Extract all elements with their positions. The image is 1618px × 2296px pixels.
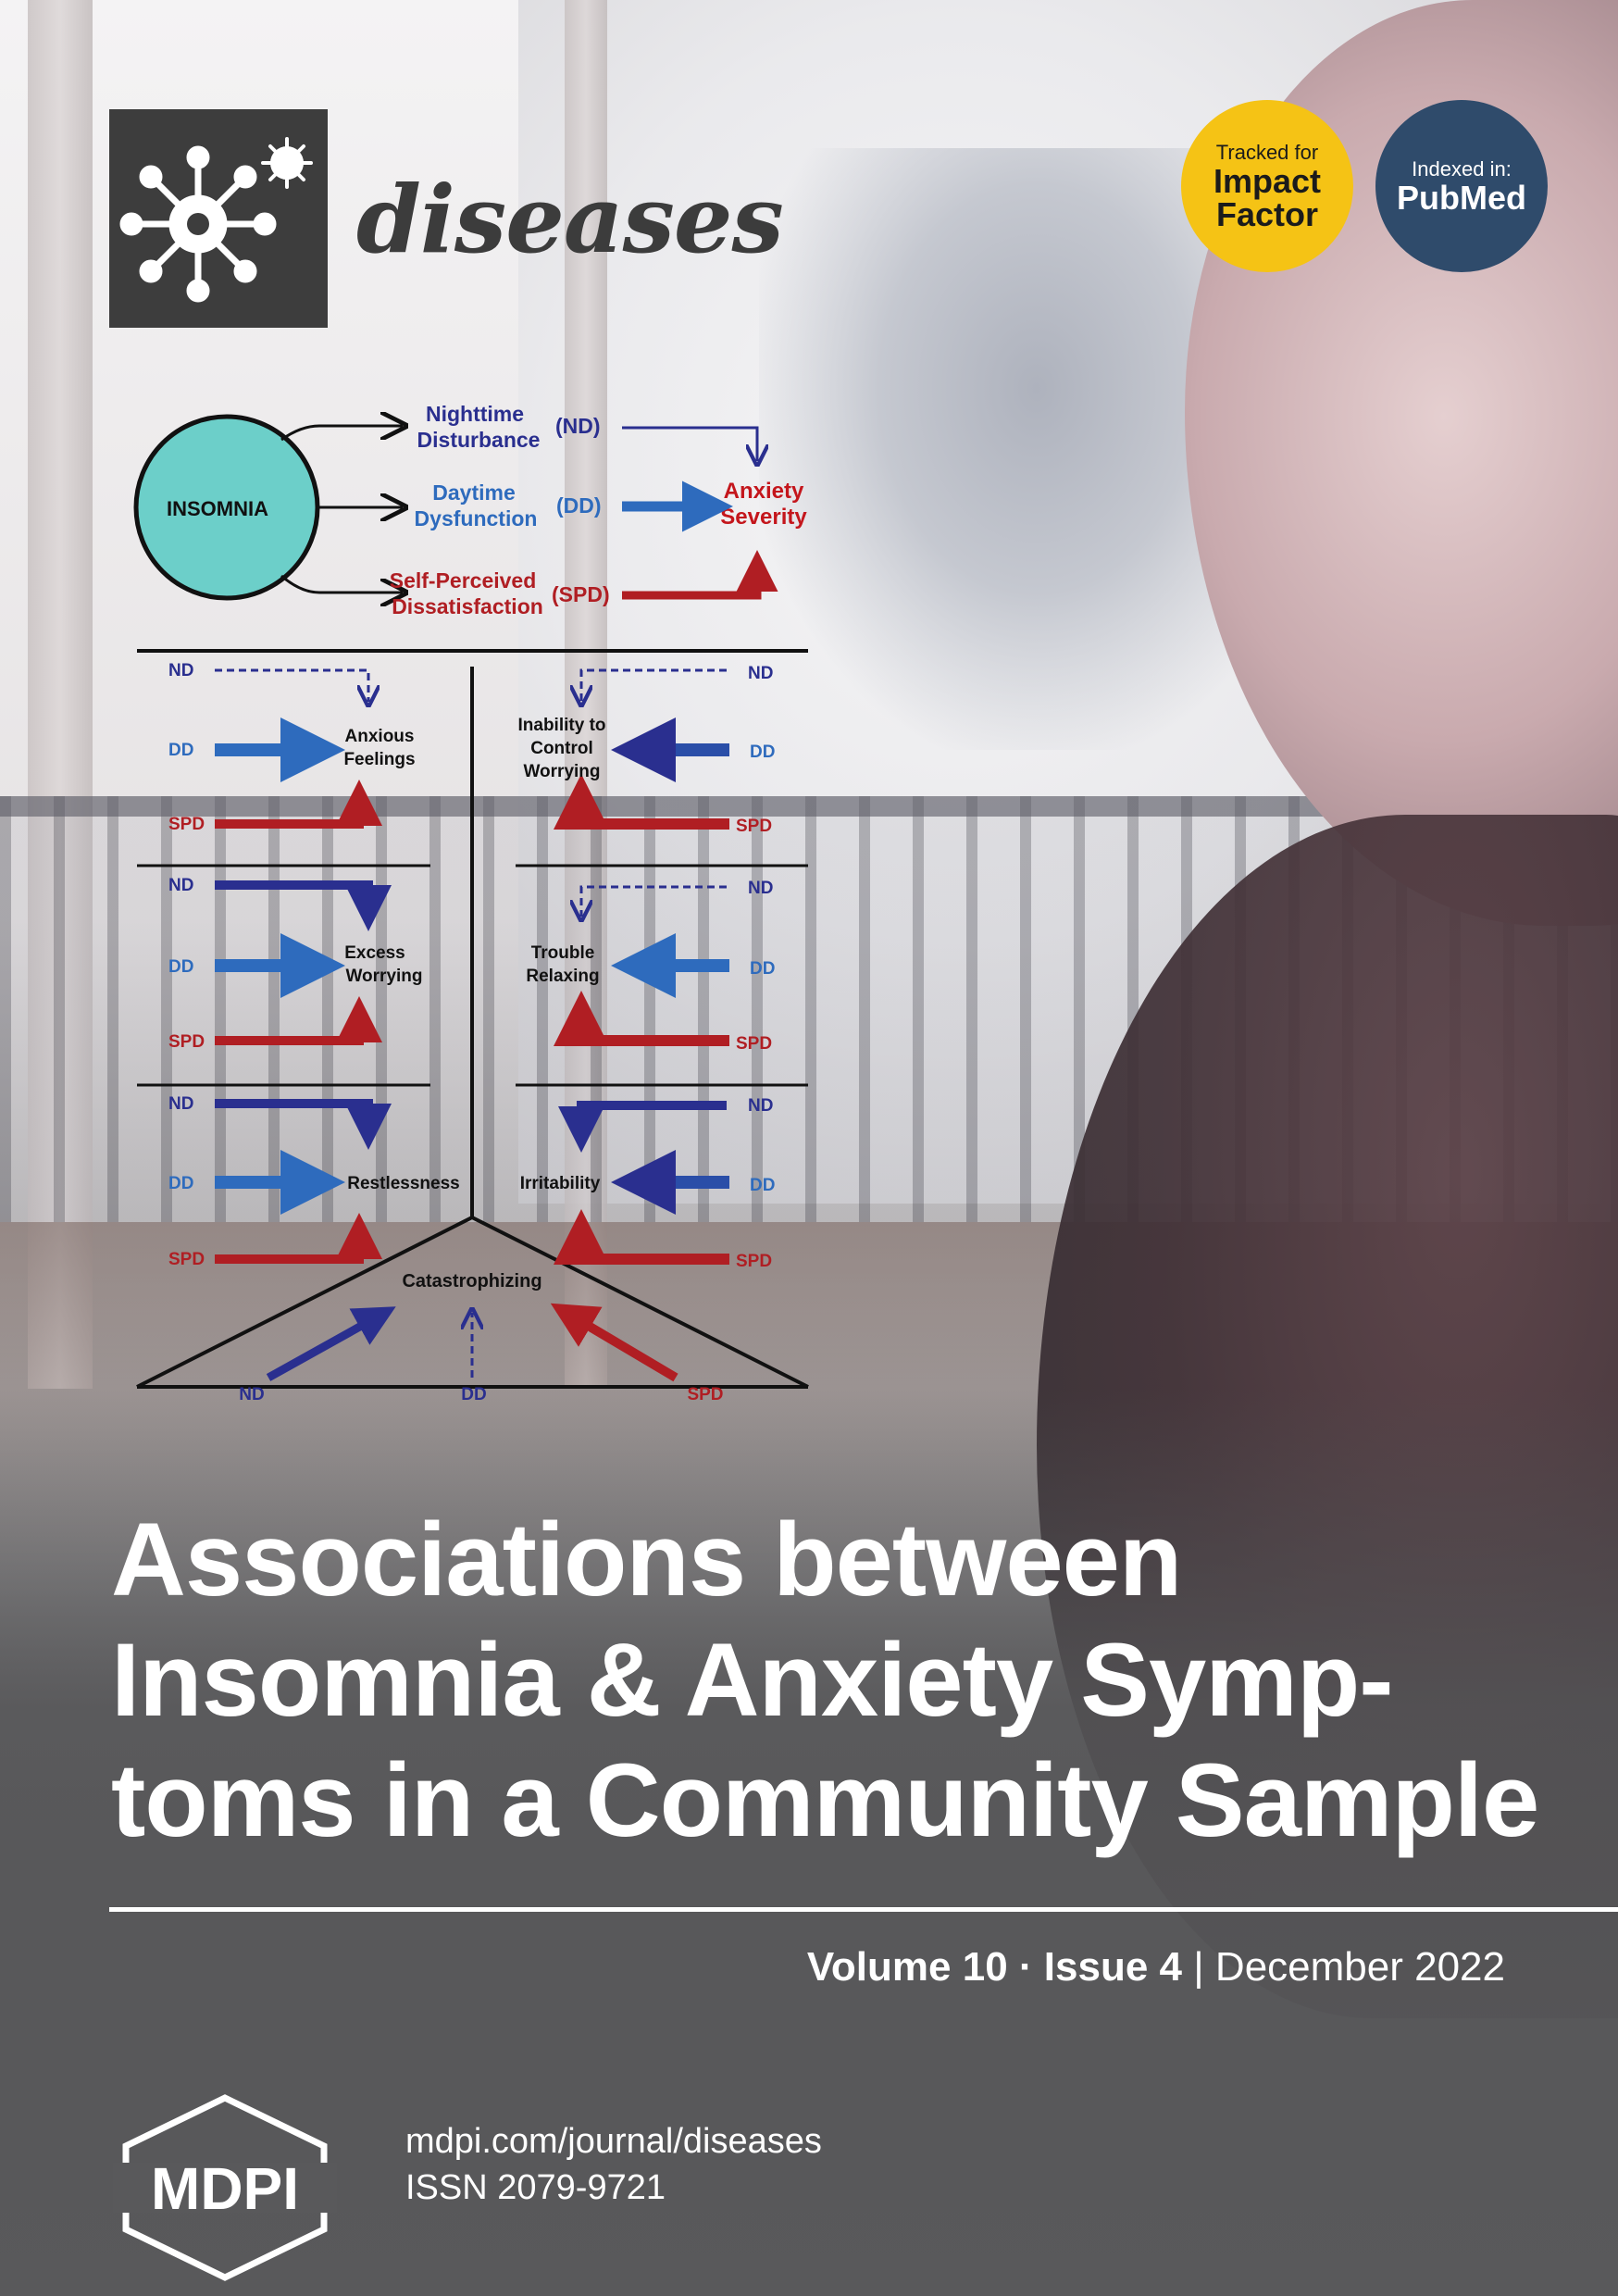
symptom-label: Relaxing	[526, 967, 599, 986]
dd-tag: DD	[750, 742, 775, 762]
journal-logo	[109, 109, 328, 328]
dd-tag: DD	[168, 741, 193, 760]
nd-label: Nighttime	[426, 402, 524, 426]
symptom-label: Worrying	[345, 967, 422, 986]
arrow-to-spd	[280, 574, 403, 593]
journal-links: mdpi.com/journal/diseases ISSN 2079-9721	[405, 2118, 822, 2211]
badge-text: PubMed	[1397, 179, 1526, 217]
spd-abbr: (SPD)	[552, 582, 610, 606]
nd-arrow	[581, 885, 727, 917]
spd-label: Dissatisfaction	[392, 594, 543, 618]
title-line: toms in a Community Sample	[111, 1742, 1539, 1858]
badge-text: Tracked for	[1215, 141, 1319, 164]
dd-label: Dysfunction	[415, 506, 538, 530]
dd-label: Daytime	[432, 480, 515, 505]
title-line: Associations between	[111, 1502, 1182, 1617]
dd-abbr: (DD)	[556, 493, 602, 518]
dd-tag: DD	[750, 1176, 775, 1195]
nd-arrow	[215, 880, 392, 931]
catastrophizing-wedge	[136, 1215, 809, 1389]
spd-tag: SPD	[736, 817, 772, 836]
nd-tag: ND	[168, 876, 193, 895]
dd-tag: DD	[168, 957, 193, 977]
badge-text: Impact	[1213, 162, 1322, 200]
nd-tag: ND	[168, 661, 193, 680]
window-frame-left	[28, 0, 93, 1389]
article-title: Associations between Insomnia & Anxiety …	[111, 1500, 1555, 1861]
symptom-label: Restlessness	[347, 1174, 459, 1193]
mdpi-hexagon-icon	[122, 2094, 328, 2281]
issn: ISSN 2079-9721	[405, 2168, 666, 2207]
spd-arrow	[215, 996, 382, 1045]
spd-tag: SPD	[687, 1385, 723, 1404]
nd-tag: ND	[168, 1094, 193, 1114]
arrow-to-nd	[280, 426, 403, 442]
balcony-rail-top	[0, 796, 1618, 817]
mdpi-logo-band	[113, 2163, 337, 2213]
volume-number: Volume 10	[806, 1944, 1008, 1990]
spd-to-anxiety-arrow	[622, 550, 778, 600]
spd-label: Self-Perceived	[390, 568, 537, 593]
nd-tag: ND	[748, 879, 773, 898]
dd-tag: DD	[750, 959, 775, 979]
issue-date: December 2022	[1214, 1944, 1505, 1990]
nd-arrow	[215, 1099, 392, 1150]
spd-arrow	[554, 991, 729, 1046]
symptom-label: Catastrophizing	[402, 1271, 541, 1292]
spd-arrow	[550, 1303, 678, 1382]
nd-tag: ND	[239, 1385, 264, 1404]
issue-divider: |	[1193, 1944, 1204, 1990]
journal-url[interactable]: mdpi.com/journal/diseases	[405, 2122, 822, 2161]
symptom-label: Excess	[344, 943, 405, 963]
symptom-label: Irritability	[520, 1174, 601, 1193]
impact-factor-badge[interactable]: Tracked for Impact Factor	[1181, 100, 1353, 272]
nd-tag: ND	[748, 664, 773, 683]
issue-info: Volume 10 · Issue 4 | December 2022	[807, 1944, 1505, 1990]
nd-arrow	[558, 1101, 727, 1153]
nd-tag: ND	[748, 1096, 773, 1116]
bottom-shade	[0, 1389, 1618, 2296]
spd-arrow	[554, 1209, 729, 1265]
nd-to-anxiety-arrow	[622, 426, 757, 461]
spd-tag: SPD	[168, 1250, 205, 1269]
symptom-label: Anxious	[345, 727, 415, 746]
spd-arrow	[554, 774, 729, 830]
issue-number: Issue 4	[1043, 1944, 1183, 1990]
symptom-label: Control	[530, 739, 593, 758]
issue-separator: ·	[1018, 1944, 1033, 1990]
symptom-label: Inability to	[518, 716, 606, 735]
spd-tag: SPD	[736, 1252, 772, 1271]
nd-label: Disturbance	[417, 428, 541, 452]
graphical-abstract-diagram: INSOMNIA Nighttime Disturbance (ND) Dayt…	[133, 402, 809, 1404]
dd-tag: DD	[461, 1385, 486, 1404]
spd-tag: SPD	[736, 1034, 772, 1054]
dd-tag: DD	[168, 1174, 193, 1193]
pubmed-badge[interactable]: Indexed in: PubMed	[1375, 100, 1548, 272]
badge-text: Indexed in:	[1412, 157, 1512, 181]
nd-arrow	[215, 668, 368, 702]
virus-icon	[119, 137, 313, 303]
spd-arrow	[215, 1213, 382, 1264]
spd-tag: SPD	[168, 1032, 205, 1052]
badge-text: Factor	[1215, 195, 1319, 233]
title-rule	[109, 1907, 1618, 1912]
nd-arrow	[581, 668, 727, 702]
anxiety-label: Anxiety	[724, 479, 804, 504]
nd-abbr: (ND)	[555, 414, 601, 438]
nd-arrow	[266, 1306, 396, 1381]
anxiety-label: Severity	[720, 505, 807, 530]
spd-tag: SPD	[168, 815, 205, 834]
insomnia-label: INSOMNIA	[167, 497, 268, 520]
symptom-label: Trouble	[531, 943, 595, 963]
mdpi-logo[interactable]: MDPI	[109, 2090, 341, 2285]
symptom-label: Feelings	[343, 750, 415, 769]
spd-arrow	[215, 780, 382, 829]
journal-name: diseases	[356, 165, 784, 274]
symptom-label: Worrying	[523, 762, 600, 781]
mdpi-wordmark: MDPI	[151, 2155, 299, 2222]
title-line: Insomnia & Anxiety Symp-	[111, 1622, 1394, 1738]
